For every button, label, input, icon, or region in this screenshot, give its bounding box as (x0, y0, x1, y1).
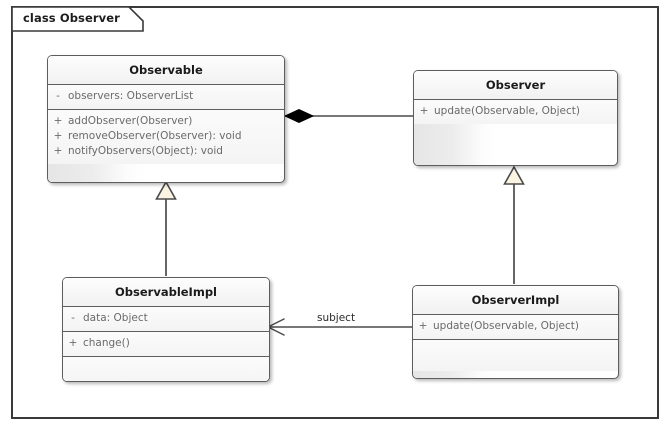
class-name-observable: Observable (48, 56, 284, 85)
extra-compartment-observer-impl (413, 340, 618, 371)
class-name-observer: Observer (414, 71, 617, 100)
visibility-marker: + (419, 105, 429, 117)
attribute-row: - observers: ObserverList (48, 89, 284, 104)
operation-row: + addObserver(Observer) (48, 114, 284, 129)
operation-signature: change() (83, 337, 130, 349)
visibility-marker: + (53, 145, 63, 157)
frame-label: class Observer (23, 11, 120, 25)
attribute-signature: data: Object (83, 312, 148, 324)
visibility-marker: - (71, 312, 75, 324)
frame-header-tab: class Observer (11, 6, 144, 32)
class-box-observer-impl[interactable]: ObserverImpl + update(Observable, Object… (412, 285, 619, 379)
class-name-observer-impl: ObserverImpl (413, 286, 618, 315)
visibility-marker: + (53, 130, 63, 142)
operations-compartment-observer: + update(Observable, Object) (414, 100, 617, 124)
operation-row: + update(Observable, Object) (414, 104, 617, 119)
visibility-marker: - (56, 90, 60, 102)
operation-row: + update(Observable, Object) (413, 319, 618, 334)
operations-compartment-observable: + addObserver(Observer) + removeObserver… (48, 110, 284, 164)
operation-row: + change() (63, 336, 269, 351)
visibility-marker: + (53, 115, 63, 127)
class-box-observable[interactable]: Observable - observers: ObserverList + a… (47, 55, 285, 183)
operation-signature: removeObserver(Observer): void (68, 130, 242, 142)
operations-compartment-observer-impl: + update(Observable, Object) (413, 315, 618, 340)
operation-signature: update(Observable, Object) (433, 320, 579, 332)
attributes-compartment-observable-impl: - data: Object (63, 307, 269, 332)
operations-compartment-observable-impl: + change() (63, 332, 269, 357)
class-box-observable-impl[interactable]: ObservableImpl - data: Object + change() (62, 277, 270, 382)
operation-signature: addObserver(Observer) (68, 115, 193, 127)
class-name-observable-impl: ObservableImpl (63, 278, 269, 307)
operation-signature: notifyObservers(Object): void (68, 145, 223, 157)
visibility-marker: + (68, 337, 78, 349)
visibility-marker: + (418, 320, 428, 332)
operation-row: + notifyObservers(Object): void (48, 144, 284, 159)
attribute-row: - data: Object (63, 311, 269, 326)
frame-tab-shape (11, 6, 144, 32)
operation-signature: update(Observable, Object) (434, 105, 580, 117)
operation-row: + removeObserver(Observer): void (48, 129, 284, 144)
attributes-compartment-observable: - observers: ObserverList (48, 85, 284, 110)
attribute-signature: observers: ObserverList (68, 90, 194, 102)
association-label-subject: subject (317, 312, 356, 324)
class-box-observer[interactable]: Observer + update(Observable, Object) (413, 70, 618, 166)
extra-compartment-observable-impl (63, 357, 269, 381)
